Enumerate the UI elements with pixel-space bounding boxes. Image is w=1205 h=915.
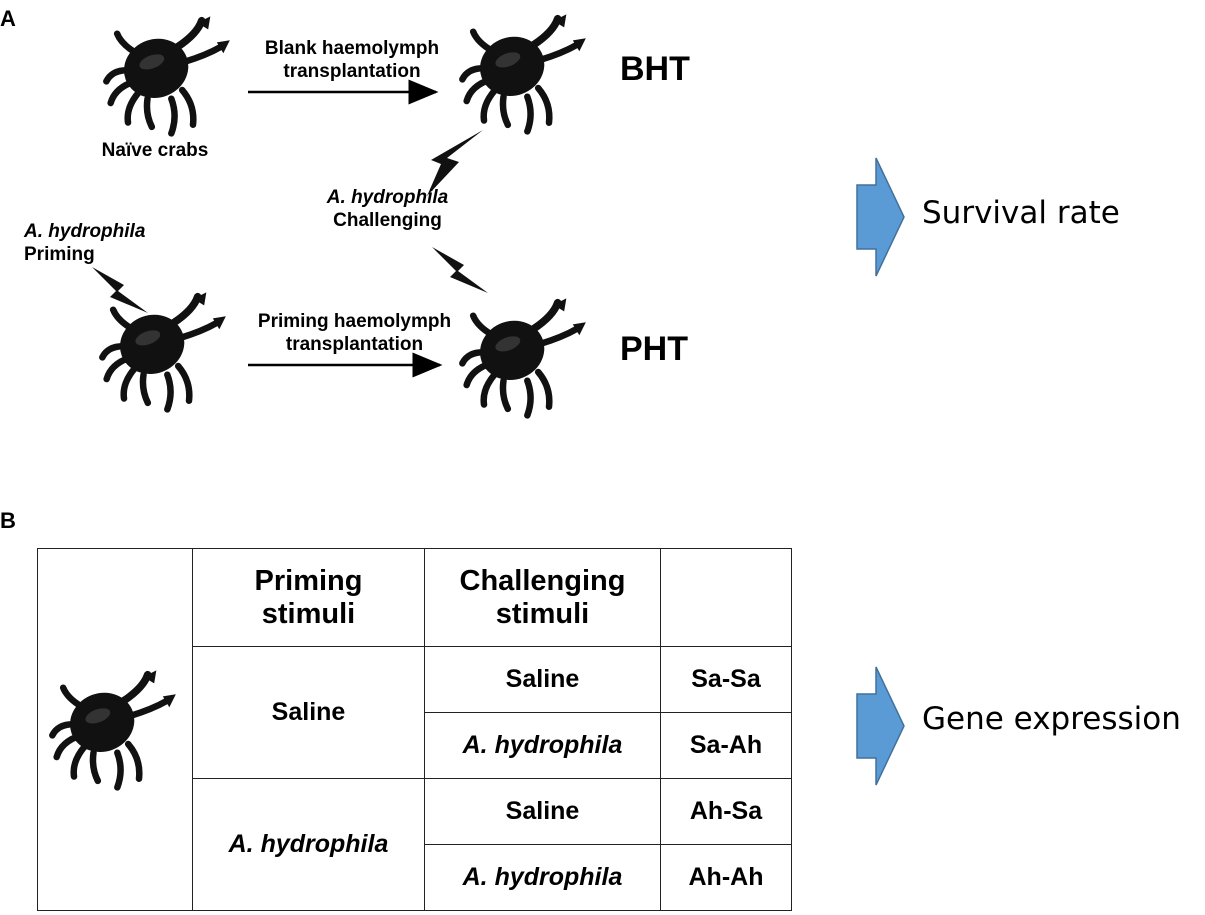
- pht-crab-icon: [458, 296, 588, 421]
- challenging-cell: Saline: [424, 646, 661, 713]
- block-arrow-icon: [856, 666, 905, 786]
- group-cell: Sa-Ah: [660, 712, 792, 779]
- header-challenging-stimuli: Challenging stimuli: [424, 548, 661, 647]
- group-cell: Ah-Sa: [660, 778, 792, 845]
- bht-label: BHT: [620, 50, 690, 88]
- table-crab-icon: [48, 668, 178, 793]
- group-cell: Ah-Ah: [660, 844, 792, 911]
- table-row: A. hydrophila Sa-Ah: [38, 712, 792, 779]
- bht-crab-icon: [458, 12, 588, 137]
- naive-crab-icon: [102, 14, 232, 139]
- challenging-cell: A. hydrophila: [424, 844, 661, 911]
- priming-transfer-label: Priming haemolymph transplantation: [257, 311, 452, 355]
- priming-transfer-arrow: [248, 352, 443, 378]
- table-crab-cell: [37, 548, 193, 911]
- table-row: A. hydrophila Saline Ah-Sa: [38, 778, 792, 911]
- panel-b-letter: B: [0, 508, 16, 533]
- priming-cell: Saline: [192, 646, 425, 779]
- challenging-cell: Saline: [424, 778, 661, 845]
- challenge-label: A. hydrophila Challenging: [326, 187, 449, 231]
- panel-a-letter: A: [0, 6, 16, 31]
- block-arrow-icon: [856, 157, 905, 277]
- lightning-bolt-icon: [432, 247, 488, 293]
- header-group-blank: [660, 548, 792, 647]
- pht-label: PHT: [620, 330, 688, 368]
- header-priming-stimuli: Priming stimuli: [192, 548, 425, 647]
- gene-expression-label: Gene expression: [922, 701, 1181, 737]
- blank-transfer-label: Blank haemolymph transplantation: [264, 38, 440, 82]
- priming-cell: A. hydrophila: [192, 778, 425, 911]
- survival-rate-label: Survival rate: [922, 195, 1120, 231]
- primed-crab-icon: [98, 290, 228, 415]
- blank-transfer-arrow: [248, 79, 439, 105]
- priming-label: A. hydrophila Priming: [24, 221, 146, 265]
- challenging-cell: A. hydrophila: [424, 712, 661, 779]
- group-cell: Sa-Sa: [660, 646, 792, 713]
- table-row: A. hydrophila Ah-Ah: [38, 844, 792, 911]
- lightning-bolt-icon: [427, 130, 483, 196]
- stimuli-table: Priming stimuli Challenging stimuli Sali…: [37, 548, 792, 911]
- naive-crabs-label: Naïve crabs: [101, 140, 209, 161]
- lightning-bolt-icon: [92, 267, 148, 313]
